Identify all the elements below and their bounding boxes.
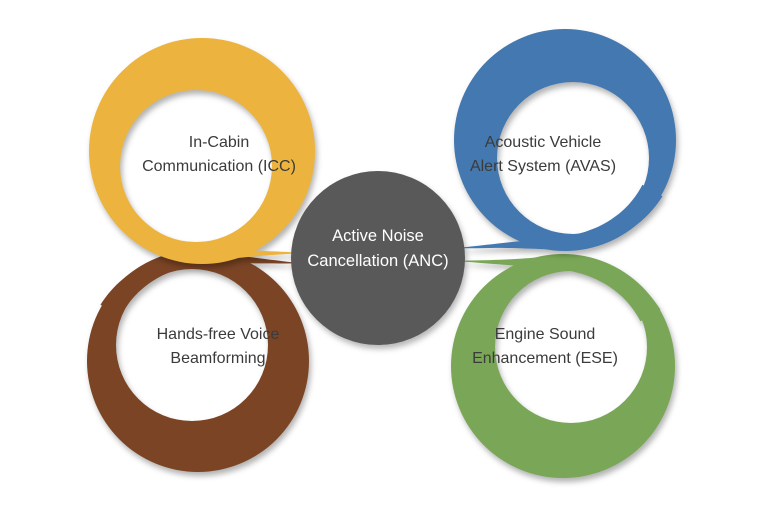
petal-tail-avas bbox=[461, 184, 663, 250]
petal-ese bbox=[451, 254, 675, 478]
center-node bbox=[291, 171, 465, 345]
petal-beamforming bbox=[87, 250, 309, 472]
petal-ring-ese bbox=[451, 254, 675, 478]
petal-tail-ese bbox=[463, 256, 661, 322]
center-circle-anc bbox=[291, 171, 465, 345]
petal-tail-icc bbox=[104, 195, 296, 260]
petal-ring-avas bbox=[454, 29, 676, 251]
petal-ring-icc bbox=[89, 38, 315, 264]
petal-avas bbox=[454, 29, 676, 251]
petal-tail-beamforming bbox=[100, 252, 294, 317]
petal-ring-beamforming bbox=[87, 250, 309, 472]
petal-icc bbox=[89, 38, 315, 264]
